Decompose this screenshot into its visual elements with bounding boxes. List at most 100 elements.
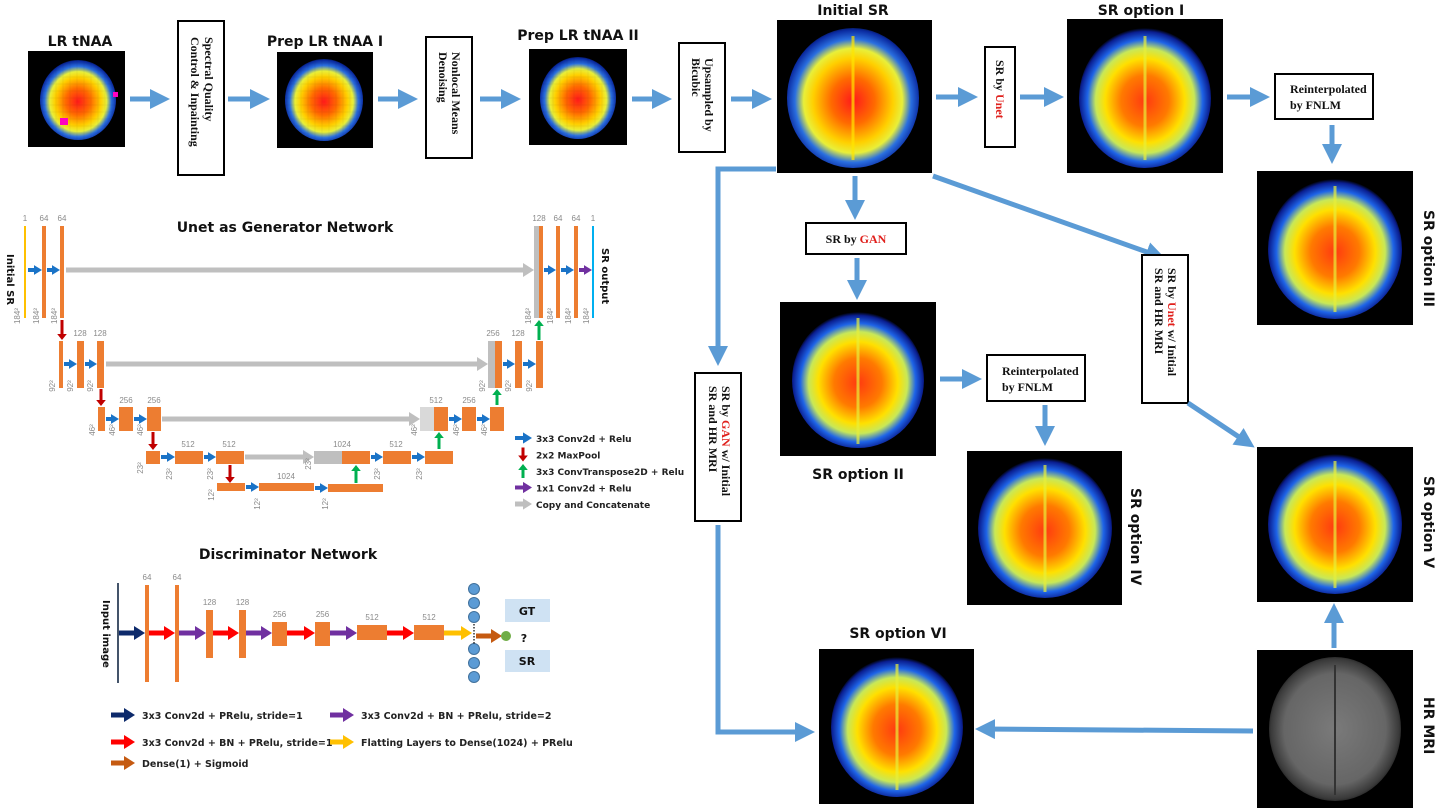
step-text: Reinterpolated [1290, 82, 1367, 96]
discriminator-title: Discriminator Network [199, 547, 378, 563]
arrow-head [251, 482, 259, 492]
disc-channel-label: 128 [236, 598, 250, 607]
unet-layer [536, 341, 543, 388]
size-label: 12² [253, 498, 262, 510]
channel-label: 64 [554, 214, 563, 223]
step-upsampled-bicubic: Upsampled by Bicubic [678, 42, 726, 153]
channel-label: 64 [40, 214, 49, 223]
step-text: SR by GAN w/ Initial [719, 386, 733, 497]
arrow-head [124, 756, 135, 770]
arrow-head [409, 412, 420, 426]
disc-layer [414, 625, 444, 640]
dense-node [468, 657, 480, 669]
unet-layer [556, 226, 560, 318]
arrow-head [534, 320, 544, 326]
disc-legend-item: 3x3 Conv2d + BN + PRelu, stride=1 [111, 735, 332, 749]
size-label: 92² [478, 380, 487, 392]
unet-legend-label: 3x3 ConvTranspose2D + Relu [536, 468, 684, 478]
label-prep-lr-tnaa-2: Prep LR tNAA II [517, 28, 639, 44]
arrow-head [375, 452, 383, 462]
gt-label: GT [519, 605, 536, 618]
size-label: 23² [304, 458, 313, 470]
size-label: 184² [564, 308, 573, 324]
unet-layer [259, 483, 314, 491]
size-label: 46² [410, 424, 419, 436]
unet-layer [383, 451, 411, 464]
label-lr-tnaa: LR tNAA [48, 34, 113, 50]
arrow-head [139, 414, 147, 424]
arrow-head [320, 483, 328, 493]
arrow-head [528, 359, 536, 369]
unet-legend-label: 3x3 Conv2d + Relu [536, 435, 632, 445]
step-text: by FNLM [1290, 98, 1341, 112]
step-text: Nonlocal Means [449, 52, 463, 135]
channel-label: 64 [58, 214, 67, 223]
channel-label: 512 [429, 396, 443, 405]
label-hr-mri: HR MRI [1420, 697, 1436, 754]
arrow-head [195, 626, 206, 640]
channel-label: 512 [181, 440, 195, 449]
disc-channel-label: 512 [365, 613, 379, 622]
size-label: 46² [136, 424, 145, 436]
step-text: Upsampled by [702, 58, 716, 132]
disc-legend-item: Dense(1) + Sigmoid [111, 756, 248, 770]
unet-layer [60, 226, 64, 318]
arrow-head [52, 265, 60, 275]
label-sr-option-6: SR option VI [849, 626, 946, 642]
channel-label: 512 [222, 440, 236, 449]
arrow-head [208, 452, 216, 462]
step-sr-by-unet: SR by Unet [984, 46, 1016, 148]
step-spectral-quality-control: Spectral Quality Control & Inpainting [177, 20, 225, 176]
channel-label: 1024 [277, 472, 295, 481]
step-text: Control & Inpainting [188, 37, 202, 147]
disc-legend-label: 3x3 Conv2d + BN + PRelu, stride=1 [142, 738, 332, 749]
size-label: 184² [32, 308, 41, 324]
discriminator-input-label: Input image [100, 600, 111, 668]
step-text: Reinterpolated [1002, 364, 1079, 378]
unet-legend-label: 1x1 Conv2d + Relu [536, 485, 632, 495]
size-label: 46² [480, 424, 489, 436]
disc-channel-label: 256 [316, 610, 330, 619]
label-sr-option-5: SR option V [1420, 476, 1436, 568]
label-sr-option-1: SR option I [1098, 3, 1185, 19]
arrow-head [434, 432, 444, 438]
image-sr-option-6 [819, 649, 974, 804]
unet-layer [328, 484, 383, 492]
question-label: ? [521, 632, 527, 645]
size-label: 46² [452, 424, 461, 436]
image-sr-option-1 [1067, 19, 1223, 173]
unet-layer [462, 407, 476, 431]
unet-layer [175, 451, 203, 464]
unet-input-label: Initial SR [4, 254, 15, 305]
image-sr-option-3 [1257, 171, 1413, 325]
arrow-head [124, 735, 135, 749]
step-reinterpolated-fnlm-2: Reinterpolated by FNLM [986, 354, 1086, 402]
step-sr-by-unet-with-hr-mri: SR by Unet w/ Initial SR and HR MRI [1141, 254, 1189, 404]
arrow-head [34, 265, 42, 275]
image-sr-option-2 [780, 302, 936, 456]
label-sr-option-3: SR option III [1420, 210, 1436, 307]
arrow-head [566, 265, 574, 275]
arrow-head [482, 414, 490, 424]
arrow-head [89, 359, 97, 369]
arrow-head [343, 708, 354, 722]
unet-output-label: SR output [599, 248, 610, 304]
channel-label: 256 [486, 329, 500, 338]
disc-layer [239, 610, 246, 658]
unet-legend-item: 3x3 Conv2d + Relu [515, 432, 632, 445]
size-label: 23² [373, 468, 382, 480]
step-text: SR and HR MRI [1152, 268, 1166, 355]
channel-label: 1024 [333, 440, 351, 449]
channel-label: 128 [532, 214, 546, 223]
size-label: 46² [88, 424, 97, 436]
label-prep-lr-tnaa-1: Prep LR tNAA I [267, 34, 383, 50]
unet-layer [216, 451, 244, 464]
size-label: 92² [66, 380, 75, 392]
size-label: 92² [86, 380, 95, 392]
step-text: Bicubic [689, 58, 703, 97]
disc-layer [315, 622, 330, 646]
unet-legend-item: 3x3 ConvTranspose2D + Relu [518, 464, 684, 478]
channel-label: 1 [591, 214, 596, 223]
